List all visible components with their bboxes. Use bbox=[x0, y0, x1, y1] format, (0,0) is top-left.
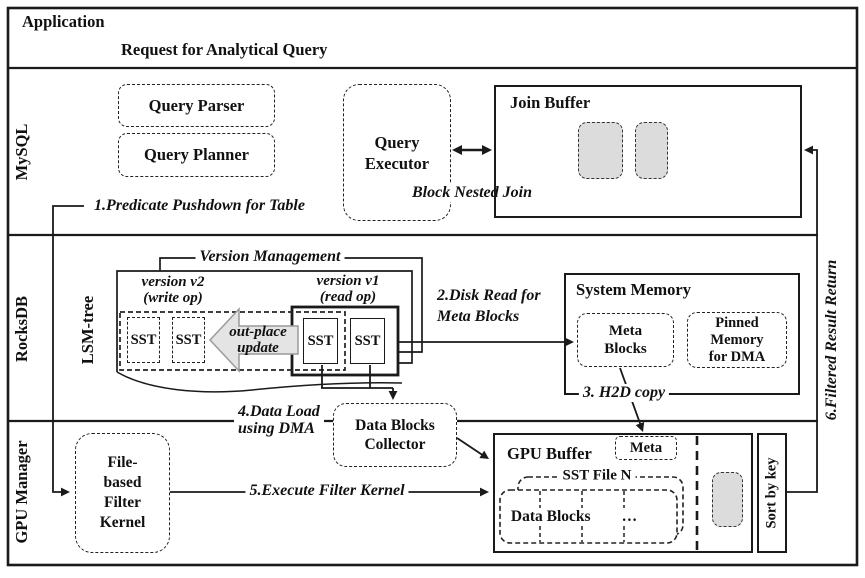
version-stack-back-frame bbox=[159, 257, 423, 353]
execute-filter-kernel-arrowhead bbox=[480, 487, 489, 497]
application-title: Application bbox=[22, 12, 105, 31]
version-v1-label: version v1 (read op) bbox=[316, 273, 380, 305]
step4-data-load-label: 4.Data Load using DMA bbox=[234, 403, 324, 437]
h2d-copy-arrowhead bbox=[635, 422, 645, 432]
data-blocks-label: Data Blocks … bbox=[506, 508, 642, 526]
sst-box-v2-1: SST bbox=[127, 317, 160, 363]
collector-to-gpubuffer-line bbox=[456, 437, 485, 457]
gpu-buffer-box: GPU Buffer bbox=[493, 433, 753, 553]
query-planner-box: Query Planner bbox=[118, 133, 275, 177]
sst-box-v1-2: SST bbox=[350, 318, 385, 364]
sort-by-key-label: Sort by key bbox=[763, 457, 780, 529]
predicate-pushdown-arrow-line bbox=[52, 205, 84, 493]
step2-disk-read-label: 2.Disk Read for Meta Blocks bbox=[437, 287, 541, 325]
query-executor-box: Query Executor bbox=[343, 84, 451, 221]
sst-box-v1-1: SST bbox=[303, 318, 338, 364]
pinned-memory-box: Pinned Memory for DMA bbox=[687, 312, 787, 368]
data-block-dividers bbox=[539, 491, 625, 542]
step5-execute-filter-kernel-label: 5.Execute Filter Kernel bbox=[245, 482, 409, 500]
sst-to-collector-arrowhead bbox=[388, 391, 398, 400]
join-buffer-block-2 bbox=[635, 122, 668, 179]
query-parser-box: Query Parser bbox=[118, 84, 275, 127]
sst-to-collector-lines bbox=[321, 365, 394, 395]
collector-to-gpubuffer-arrowhead bbox=[479, 450, 489, 459]
data-blocks-collector-box: Data Blocks Collector bbox=[333, 403, 457, 467]
predicate-pushdown-arrowhead bbox=[61, 487, 70, 497]
step6-filtered-result-return-label: 6.Filtered Result Return bbox=[823, 259, 840, 421]
join-buffer-box: Join Buffer bbox=[494, 85, 802, 218]
join-buffer-title: Join Buffer bbox=[510, 93, 591, 112]
executor-joinbuffer-right-arrowhead bbox=[482, 145, 492, 155]
gpu-buffer-gray-block bbox=[712, 472, 743, 527]
file-based-filter-kernel-box: File- based Filter Kernel bbox=[75, 433, 170, 553]
lsm-tree-label: LSM-tree bbox=[78, 295, 97, 365]
lsm-container-wave-bottom bbox=[116, 371, 403, 393]
version-v2-label: version v2 (write op) bbox=[141, 274, 205, 306]
step1-predicate-pushdown-label: 1.Predicate Pushdown for Table bbox=[90, 197, 309, 215]
system-memory-title: System Memory bbox=[576, 280, 692, 299]
lane-label-rocksdb: RocksDB bbox=[12, 295, 31, 363]
step3-h2d-copy-label: 3. H2D copy bbox=[578, 384, 670, 402]
version-v2-dashed-region bbox=[119, 311, 346, 371]
lane-label-gpu-manager: GPU Manager bbox=[12, 440, 31, 544]
lsm-container-frame bbox=[116, 270, 413, 372]
out-place-update-label: out-place update bbox=[229, 324, 287, 356]
out-place-update-arrow bbox=[208, 307, 299, 373]
sort-by-key-box: Sort by key bbox=[757, 433, 787, 553]
sst-file-n-label: SST File N bbox=[558, 467, 636, 485]
gpu-buffer-title: GPU Buffer bbox=[507, 444, 592, 463]
sst-box-v2-2: SST bbox=[172, 317, 205, 363]
request-analytical-query-label: Request for Analytical Query bbox=[121, 40, 328, 59]
block-nested-join-label: Block Nested Join bbox=[408, 184, 536, 202]
outer-border bbox=[6, 6, 859, 567]
system-memory-box: System Memory bbox=[564, 273, 800, 395]
disk-read-arrowhead bbox=[565, 337, 574, 347]
gpu-meta-box: Meta bbox=[615, 436, 677, 460]
executor-joinbuffer-left-arrowhead bbox=[452, 145, 462, 155]
meta-blocks-box: Meta Blocks bbox=[577, 313, 674, 367]
version-management-label: Version Management bbox=[195, 248, 345, 266]
join-buffer-block-1 bbox=[578, 122, 623, 179]
filtered-result-return-arrowhead bbox=[804, 145, 813, 155]
lane-label-mysql: MySQL bbox=[12, 123, 31, 181]
